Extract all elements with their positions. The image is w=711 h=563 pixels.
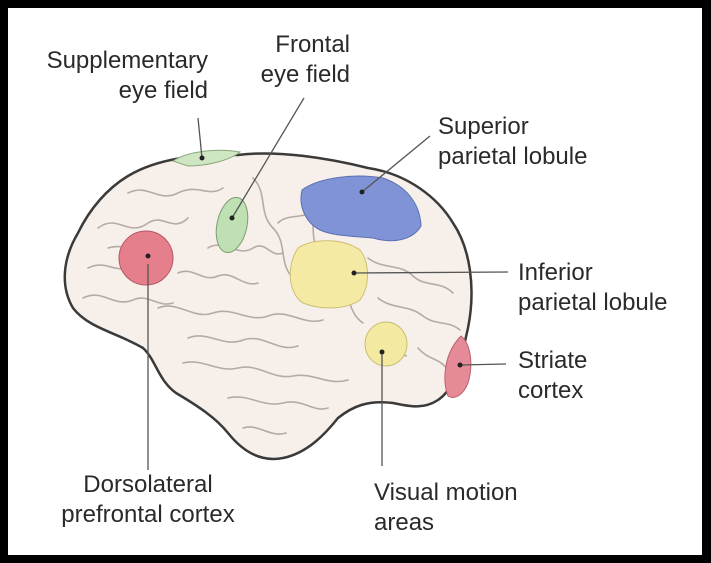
dot-inferior-parietal-lobule xyxy=(352,271,357,276)
label-inferior-parietal-lobule: Inferior parietal lobule xyxy=(518,258,667,318)
dot-striate-cortex xyxy=(458,363,463,368)
dot-dorsolateral-prefrontal-cortex xyxy=(146,254,151,259)
label-line: Supplementary xyxy=(22,46,208,76)
label-dorsolateral-prefrontal-cortex: Dorsolateral prefrontal cortex xyxy=(48,470,248,530)
label-line: eye field xyxy=(22,76,208,106)
label-superior-parietal-lobule: Superior parietal lobule xyxy=(438,112,587,172)
label-line: Dorsolateral xyxy=(48,470,248,500)
label-line: cortex xyxy=(518,376,587,406)
label-line: eye field xyxy=(238,60,350,90)
label-supplementary-eye-field: Supplementary eye field xyxy=(22,46,208,106)
label-line: parietal lobule xyxy=(438,142,587,172)
figure-panel: Supplementary eye field Frontal eye fiel… xyxy=(8,8,702,555)
label-line: Inferior xyxy=(518,258,667,288)
label-line: Frontal xyxy=(238,30,350,60)
label-visual-motion-areas: Visual motion areas xyxy=(374,478,518,538)
label-line: areas xyxy=(374,508,518,538)
label-frontal-eye-field: Frontal eye field xyxy=(238,30,350,90)
label-line: Visual motion xyxy=(374,478,518,508)
dot-visual-motion-areas xyxy=(380,350,385,355)
dorsolateral-prefrontal-cortex-region xyxy=(119,231,173,285)
label-line: Superior xyxy=(438,112,587,142)
label-line: parietal lobule xyxy=(518,288,667,318)
label-striate-cortex: Striate cortex xyxy=(518,346,587,406)
dot-supplementary-eye-field xyxy=(200,156,205,161)
label-line: prefrontal cortex xyxy=(48,500,248,530)
label-line: Striate xyxy=(518,346,587,376)
dot-frontal-eye-field xyxy=(230,216,235,221)
visual-motion-areas-region xyxy=(365,322,407,366)
dot-superior-parietal-lobule xyxy=(360,190,365,195)
